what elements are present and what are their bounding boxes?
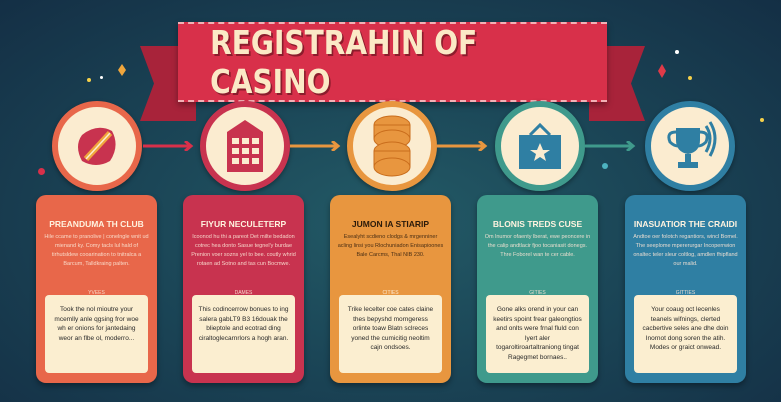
step-card-1: PREANDUMA TH CLUB Hile ccame to pranoliv… bbox=[36, 195, 157, 383]
step-title: PREANDUMA TH CLUB bbox=[49, 219, 144, 229]
step-1-circle bbox=[52, 101, 142, 191]
step-detail: Gone alks orend in your can keetirs spoi… bbox=[486, 295, 589, 373]
step-card-3: JUMON IA STIARIP Esealyht scdieno clodgs… bbox=[330, 195, 451, 383]
ticket-icon bbox=[78, 127, 116, 165]
step-card-5: INASUATIOR THE CRAIDI Andtoe oer folotch… bbox=[625, 195, 746, 383]
step-description: Esealyht scdieno clodgs & mrgenniner acl… bbox=[337, 234, 444, 258]
title-banner: REGISTRAHIN OF CASINO bbox=[178, 22, 607, 102]
step-subheading: GITIES bbox=[529, 290, 546, 296]
arrow-icon bbox=[143, 141, 194, 151]
step-title: JUMON IA STIARIP bbox=[351, 219, 430, 229]
step-card-4: BLONIS TREDS CUSE Om lnumor ofaenty lber… bbox=[477, 195, 598, 383]
step-subheading: CITIES bbox=[382, 290, 399, 296]
step-3-circle bbox=[347, 101, 437, 191]
step-2-circle bbox=[200, 101, 290, 191]
step-subheading: DAMES bbox=[234, 290, 253, 296]
step-card-2: FIYUR NECULETERP Icoonod hu thi a pareot… bbox=[183, 195, 304, 383]
coins-icon bbox=[373, 115, 411, 177]
arrow-icon bbox=[290, 141, 341, 151]
trophy-icon bbox=[667, 121, 717, 168]
step-title: BLONIS TREDS CUSE bbox=[492, 219, 583, 229]
step-title: FIYUR NECULETERP bbox=[200, 219, 287, 229]
step-subheading: YVEES bbox=[88, 290, 105, 296]
arrow-icon bbox=[437, 141, 488, 151]
step-description: Andtoe oer folotch regantiors, wincl Bom… bbox=[633, 234, 738, 267]
building-icon bbox=[227, 120, 263, 172]
step-description: Icoonod hu thi a pareot Det milte bedado… bbox=[191, 234, 296, 267]
step-detail: This codincerrow bonues to ing salera ga… bbox=[192, 295, 295, 373]
step-description: Om lnumor ofaenty lberat, ewe peoncere i… bbox=[484, 234, 591, 258]
step-detail: Trike lecelter coe cates claine thes bep… bbox=[339, 295, 442, 373]
step-5-circle bbox=[645, 101, 735, 191]
step-subheading: GITTIES bbox=[675, 290, 696, 296]
step-description: Hile ccame to pranolive | conelngle wnit… bbox=[44, 234, 149, 267]
arrow-icon bbox=[585, 141, 636, 151]
bag-star-icon bbox=[519, 122, 561, 169]
step-title: INASUATIOR THE CRAIDI bbox=[633, 219, 738, 229]
step-detail: Took the nol mioutre your mcemlly anle q… bbox=[45, 295, 148, 373]
step-detail: Your coaug oct lecenles teanels wifnings… bbox=[634, 295, 737, 373]
step-4-circle bbox=[495, 101, 585, 191]
page-title: REGISTRAHIN OF CASINO bbox=[210, 23, 478, 101]
